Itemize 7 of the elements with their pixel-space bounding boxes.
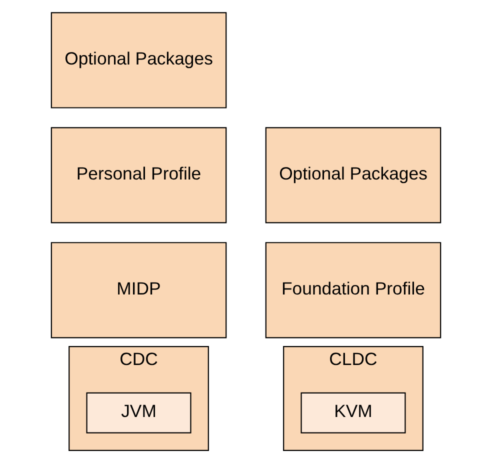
node-box: MIDP <box>50 242 227 338</box>
node-box: JVM <box>86 392 192 434</box>
node-box: Foundation Profile <box>265 242 442 338</box>
node-box: KVM <box>300 392 406 434</box>
node-box: Optional Packages <box>265 127 442 224</box>
node-box: Personal Profile <box>50 127 227 224</box>
node-box: Optional Packages <box>50 12 227 108</box>
